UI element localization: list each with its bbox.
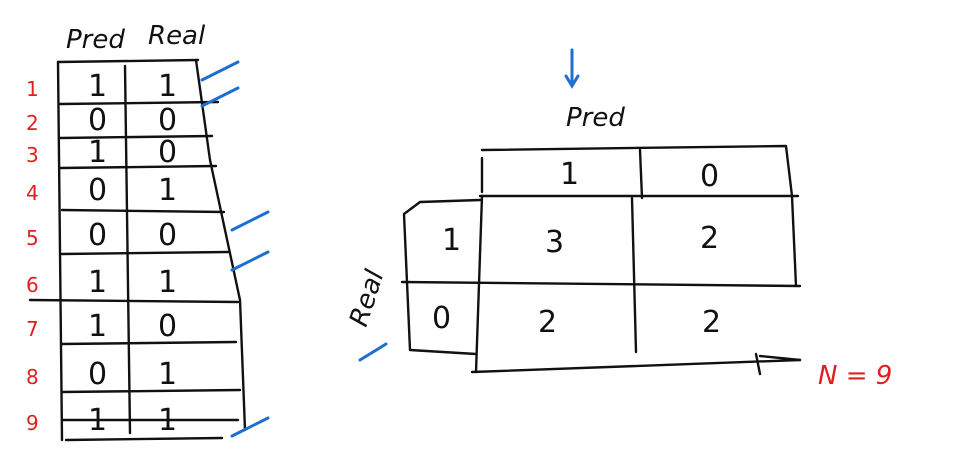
- row-separator: [28, 298, 240, 304]
- matrix-real-label: Real: [344, 266, 390, 330]
- row-real-value: 1: [158, 265, 177, 300]
- matrix-cell-fp: 2: [538, 305, 557, 340]
- row-number: 9: [26, 411, 39, 435]
- table-header-pred: Pred: [66, 25, 125, 55]
- pointer-mark: [358, 342, 388, 362]
- matrix-cell-tp: 3: [545, 225, 564, 260]
- matrix-pred-label: Pred: [566, 103, 625, 133]
- table-right-border: [194, 58, 247, 432]
- row-number: 7: [26, 317, 39, 341]
- check-mark-icon: [200, 86, 240, 108]
- matrix-line: [470, 358, 802, 374]
- table-bottom-border: [64, 436, 224, 442]
- matrix-line: [790, 194, 798, 288]
- row-pred-value: 1: [88, 265, 107, 300]
- row-real-value: 1: [158, 357, 177, 392]
- matrix-line: [400, 280, 802, 288]
- row-number: 2: [26, 111, 39, 135]
- row-number: 8: [26, 365, 39, 389]
- row-separator: [60, 340, 238, 346]
- confusion-matrix: Pred Real 1 0 1 0 3 2 2 2 N = 9: [344, 48, 892, 391]
- check-mark-icon: [230, 416, 270, 438]
- table-left-border: [56, 60, 64, 442]
- row-pred-value: 0: [88, 103, 107, 138]
- matrix-line: [474, 194, 484, 374]
- row-pred-value: 1: [88, 135, 107, 170]
- row-real-value: 1: [158, 69, 177, 104]
- row-real-value: 1: [158, 173, 177, 208]
- row-number: 3: [26, 143, 39, 167]
- row-number: 1: [26, 77, 39, 101]
- row-number: 4: [26, 181, 39, 205]
- matrix-header-divider: [638, 148, 644, 200]
- row-real-value: 0: [158, 309, 177, 344]
- matrix-header-top: [480, 144, 794, 198]
- check-mark-icon: [200, 60, 240, 82]
- row-real-value: 0: [158, 218, 177, 253]
- matrix-cell-fn: 2: [700, 221, 719, 256]
- matrix-pred-header-1: 1: [560, 157, 579, 192]
- row-pred-value: 1: [88, 309, 107, 344]
- row-separator: [60, 208, 226, 214]
- row-real-value: 0: [158, 103, 177, 138]
- total-bracket: [758, 354, 802, 362]
- table-middle-divider: [123, 64, 132, 435]
- table-header-real: Real: [148, 21, 206, 51]
- check-mark-icon: [230, 210, 270, 232]
- row-real-value: 1: [158, 403, 177, 438]
- row-number: 6: [26, 273, 39, 297]
- row-pred-value: 1: [88, 403, 107, 438]
- check-mark-icon: [230, 250, 270, 272]
- table-top-border: [56, 58, 200, 64]
- row-pred-value: 1: [88, 69, 107, 104]
- matrix-real-header-1: 1: [442, 223, 461, 258]
- row-separator: [60, 250, 230, 256]
- row-pred-value: 0: [88, 357, 107, 392]
- matrix-cell-tn: 2: [702, 305, 721, 340]
- row-separator: [58, 134, 214, 140]
- row-pred-value: 0: [88, 218, 107, 253]
- row-real-value: 0: [158, 135, 177, 170]
- row-separator: [58, 164, 218, 170]
- matrix-real-header-0: 0: [432, 301, 451, 336]
- arrow-head: [564, 74, 580, 89]
- row-separator: [60, 388, 242, 394]
- row-pred-value: 0: [88, 173, 107, 208]
- row-number: 5: [26, 226, 39, 250]
- matrix-pred-header-0: 0: [700, 159, 719, 194]
- matrix-real-header-frame: [402, 198, 482, 356]
- total-bracket: [754, 352, 762, 376]
- row-separator: [58, 100, 220, 106]
- total-count: N = 9: [818, 361, 892, 391]
- matrix-line: [630, 196, 638, 354]
